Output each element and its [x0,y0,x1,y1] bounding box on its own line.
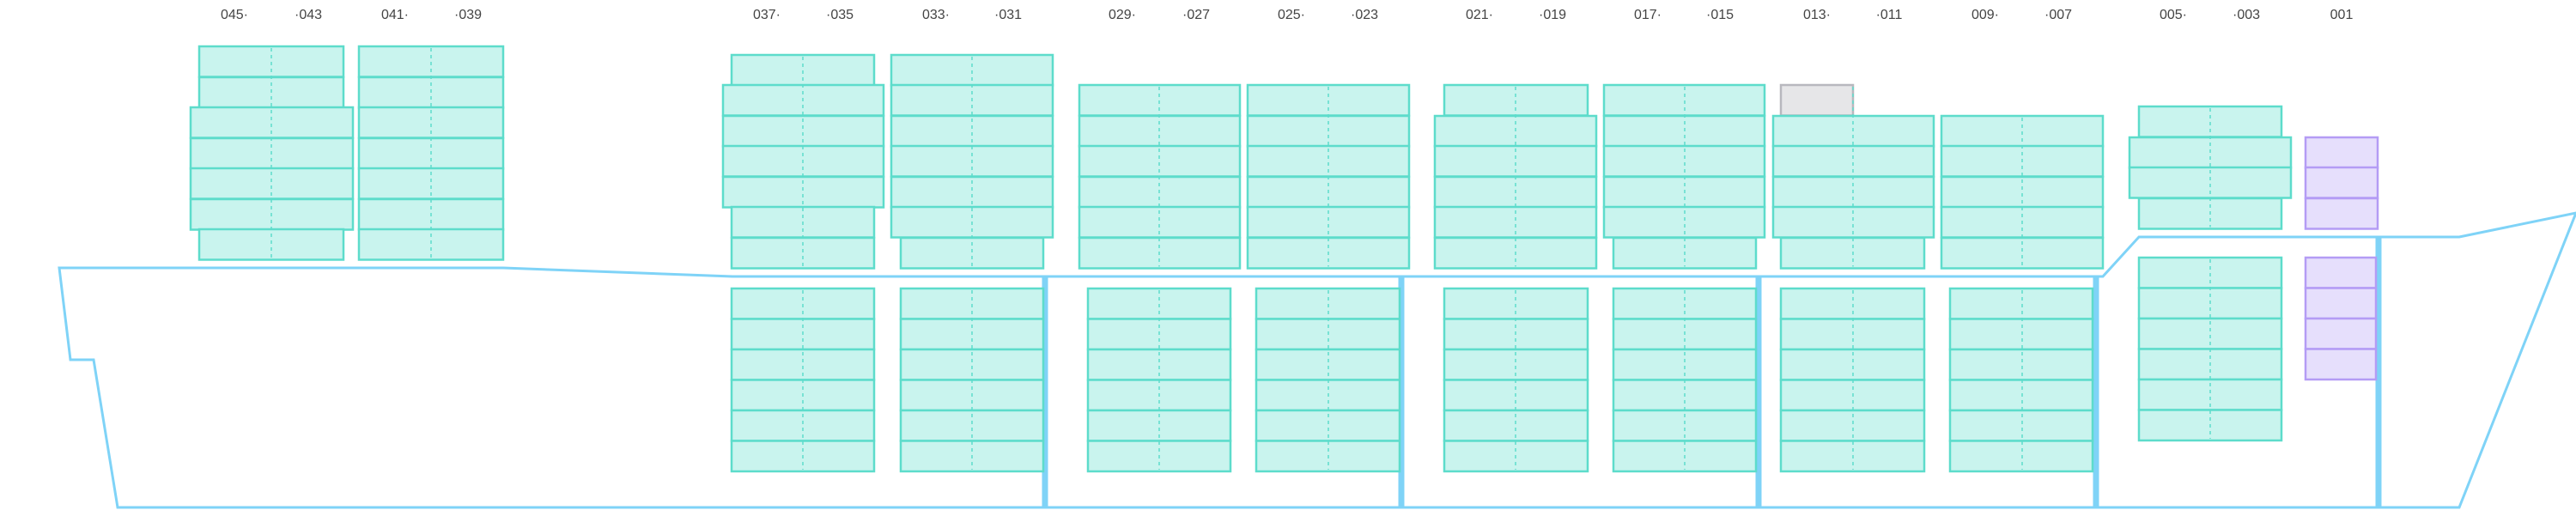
bay-label: ·023 [1351,8,1378,22]
bay-label: 001 [2330,8,2354,22]
bay-label: 045· [221,8,248,22]
bay-label: 037· [753,8,781,22]
deck-slot-blocked[interactable] [1779,83,1855,117]
bay-label: ·015 [1706,8,1734,22]
bay-label: ·031 [994,8,1022,22]
bay-label: ·043 [295,8,322,22]
hold-slot-available[interactable] [1443,318,1589,351]
hold-slot-available[interactable] [1948,379,2094,412]
ship-hull [58,211,2576,509]
hold-slot-available[interactable] [1948,440,2094,473]
hold-slot-available[interactable] [1443,440,1589,473]
bay-041: 041· ·039 [357,8,505,261]
bay-label: ·027 [1182,8,1210,22]
bays: 045· ·043 041· ·039 037· ·035 033· ·031 029· ·027… [189,8,2379,473]
bay-021: 021· ·019 [1433,8,1598,473]
hold-slot-available[interactable] [1948,287,2094,320]
hold-slot-special[interactable] [2304,287,2378,320]
bay-label: 041· [381,8,409,22]
bay-045: 045· ·043 [189,8,355,261]
bay-label: 029· [1109,8,1136,22]
hull-outline [58,211,2576,509]
hold-slot-special[interactable] [2304,317,2378,350]
bay-005: 005· ·003 [2128,8,2293,442]
deck-slot-special[interactable] [2304,136,2379,169]
bay-label: ·039 [454,8,482,22]
bay-017: 017· ·015 [1602,8,1766,473]
bay-label: ·035 [826,8,854,22]
bay-label: 017· [1634,8,1662,22]
bay-label: ·011 [1876,8,1903,22]
bay-label: 009· [1971,8,1999,22]
bay-label: ·003 [2233,8,2260,22]
hold-slot-special[interactable] [2304,256,2378,289]
bay-label: 021· [1466,8,1493,22]
hold-slot-available[interactable] [1948,318,2094,351]
bay-029: 029· ·027 [1078,8,1242,473]
bay-013: 013· ·011 [1771,8,1935,473]
bay-025: 025· ·023 [1246,8,1411,473]
bay-033: 033· ·031 [890,8,1054,473]
bay-label: 005· [2160,8,2187,22]
hold-slot-available[interactable] [1948,348,2094,381]
hold-slot-special[interactable] [2304,348,2378,381]
bay-label: 033· [922,8,950,22]
deck-slot-special[interactable] [2304,166,2379,199]
bay-label: ·007 [2044,8,2072,22]
bay-label: ·019 [1539,8,1566,22]
bay-037: 037· ·035 [721,8,885,473]
deck-slot-special[interactable] [2304,197,2379,230]
hold-slot-available[interactable] [899,440,1045,473]
bay-009: 009· ·007 [1940,8,2105,473]
bay-001: 001 [2304,8,2379,381]
hold-slot-available[interactable] [1948,409,2094,442]
bay-label: 025· [1278,8,1305,22]
bay-label: 013· [1803,8,1831,22]
